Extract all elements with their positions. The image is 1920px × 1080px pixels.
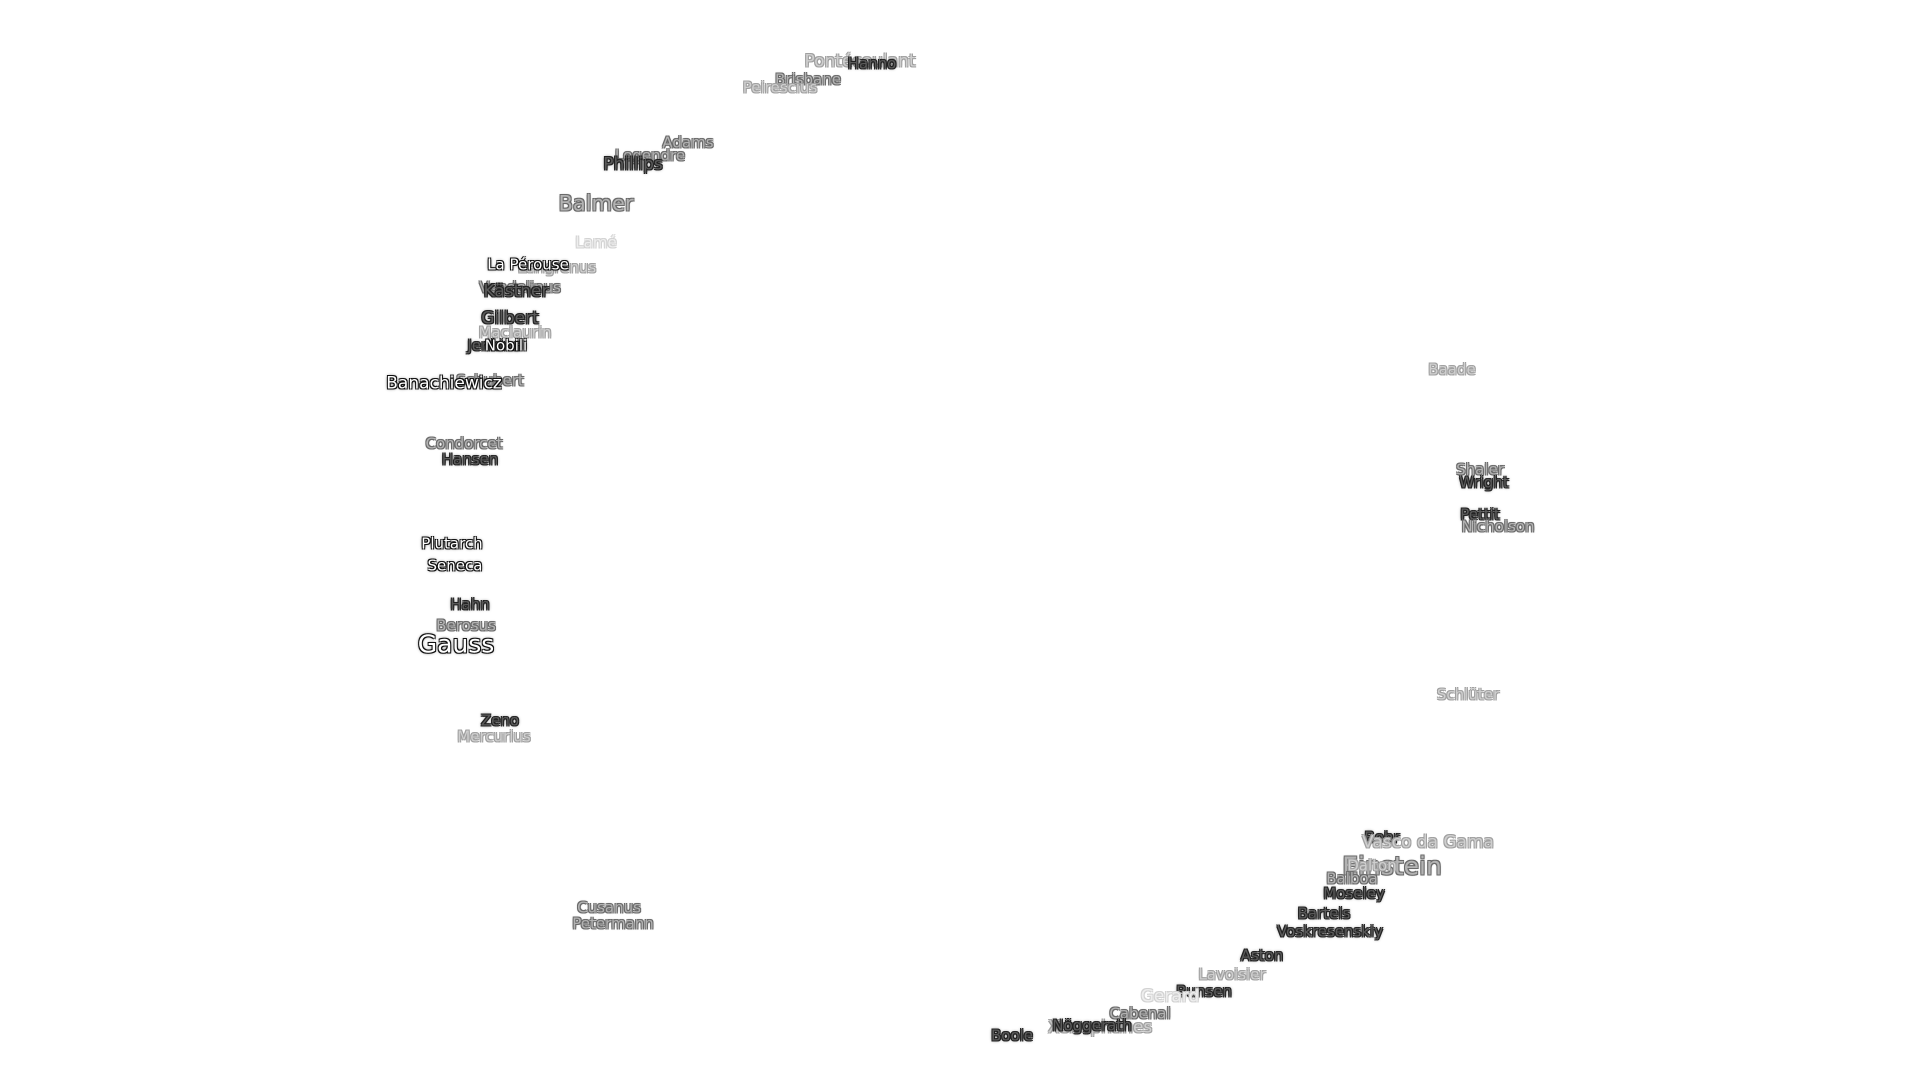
crater-label-cabenal: Cabenal [1109,1004,1171,1023]
crater-label-vasco-da-gama: Vasco da Gama [1362,832,1494,853]
crater-label-vendelinus: Vendelinus [479,278,561,297]
crater-label-cusanus: Cusanus [577,898,641,917]
crater-label-bartels: Bartels [1297,904,1351,923]
crater-label-schubert: Schubert [456,371,524,390]
crater-label-gerard: Gerard [1140,986,1200,1007]
crater-label-langrenus: Langrenus [517,258,597,277]
crater-label-xenophanes: Xenophanes [1047,1017,1153,1038]
crater-label-n-ggerath: Nöggerath [1052,1016,1132,1035]
crater-label-bohr: Bohr [1364,828,1400,847]
crater-label-pont-coulant: Pontécoulant [804,51,916,72]
crater-label-legendre: Legendre [614,146,686,165]
crater-label-peirescius: Peirescius [742,78,818,97]
crater-label-voskresenskiy: Voskresenskiy [1277,922,1383,941]
crater-label-zeno: Zeno [480,711,520,730]
crater-label-berosus: Berosus [436,616,496,635]
crater-label-hanno: Hanno [847,54,897,73]
crater-label-petermann: Petermann [572,914,654,933]
crater-label-jenkins: Jenkins [467,336,521,355]
crater-label-aston: Aston [1240,946,1284,965]
crater-label-boole: Boole [990,1026,1034,1045]
crater-label-nicholson: Nicholson [1461,517,1535,536]
crater-label-phillips: Phillips [603,154,663,175]
crater-label-gilbert: Gilbert [481,308,539,329]
crater-label-seneca: Seneca [427,556,483,575]
crater-label-balboa: Balboa [1326,869,1378,888]
crater-label-brisbane: Brisbane [775,70,841,89]
crater-label-gauss: Gauss [417,629,495,659]
crater-label-shaler: Shaler [1456,460,1504,479]
crater-label-lavoisier: Lavoisier [1198,965,1266,984]
crater-label-condorcet: Condorcet [425,434,503,453]
crater-label-bunsen: Bunsen [1176,982,1232,1001]
crater-label-plutarch: Plutarch [421,534,483,553]
crater-label-hansen: Hansen [441,450,499,469]
crater-label-baade: Baade [1428,360,1476,379]
crater-label-balmer: Balmer [558,191,634,216]
crater-label-maclaurin: Maclaurin [478,323,552,342]
crater-label-wright: Wright [1459,473,1509,492]
crater-label-einstein: Einstein [1342,851,1442,881]
crater-label-dalton: Dalton [1347,856,1397,875]
crater-label-nobili: Nobili [484,336,528,355]
crater-label-schl-ter: Schlüter [1436,685,1500,704]
crater-label-moseley: Moseley [1323,884,1385,903]
crater-label-la-p-rouse: La Pérouse [487,255,569,274]
crater-label-mercurius: Mercurius [457,727,531,746]
crater-label-lam-: Lamé [575,233,617,252]
crater-label-adams: Adams [662,133,714,152]
crater-label-pettit: Pettit [1460,505,1500,524]
crater-label-hahn: Hahn [450,595,490,614]
crater-label-k-stner: Kästner [483,281,549,302]
crater-label-banachiewicz: Banachiewicz [386,373,502,394]
